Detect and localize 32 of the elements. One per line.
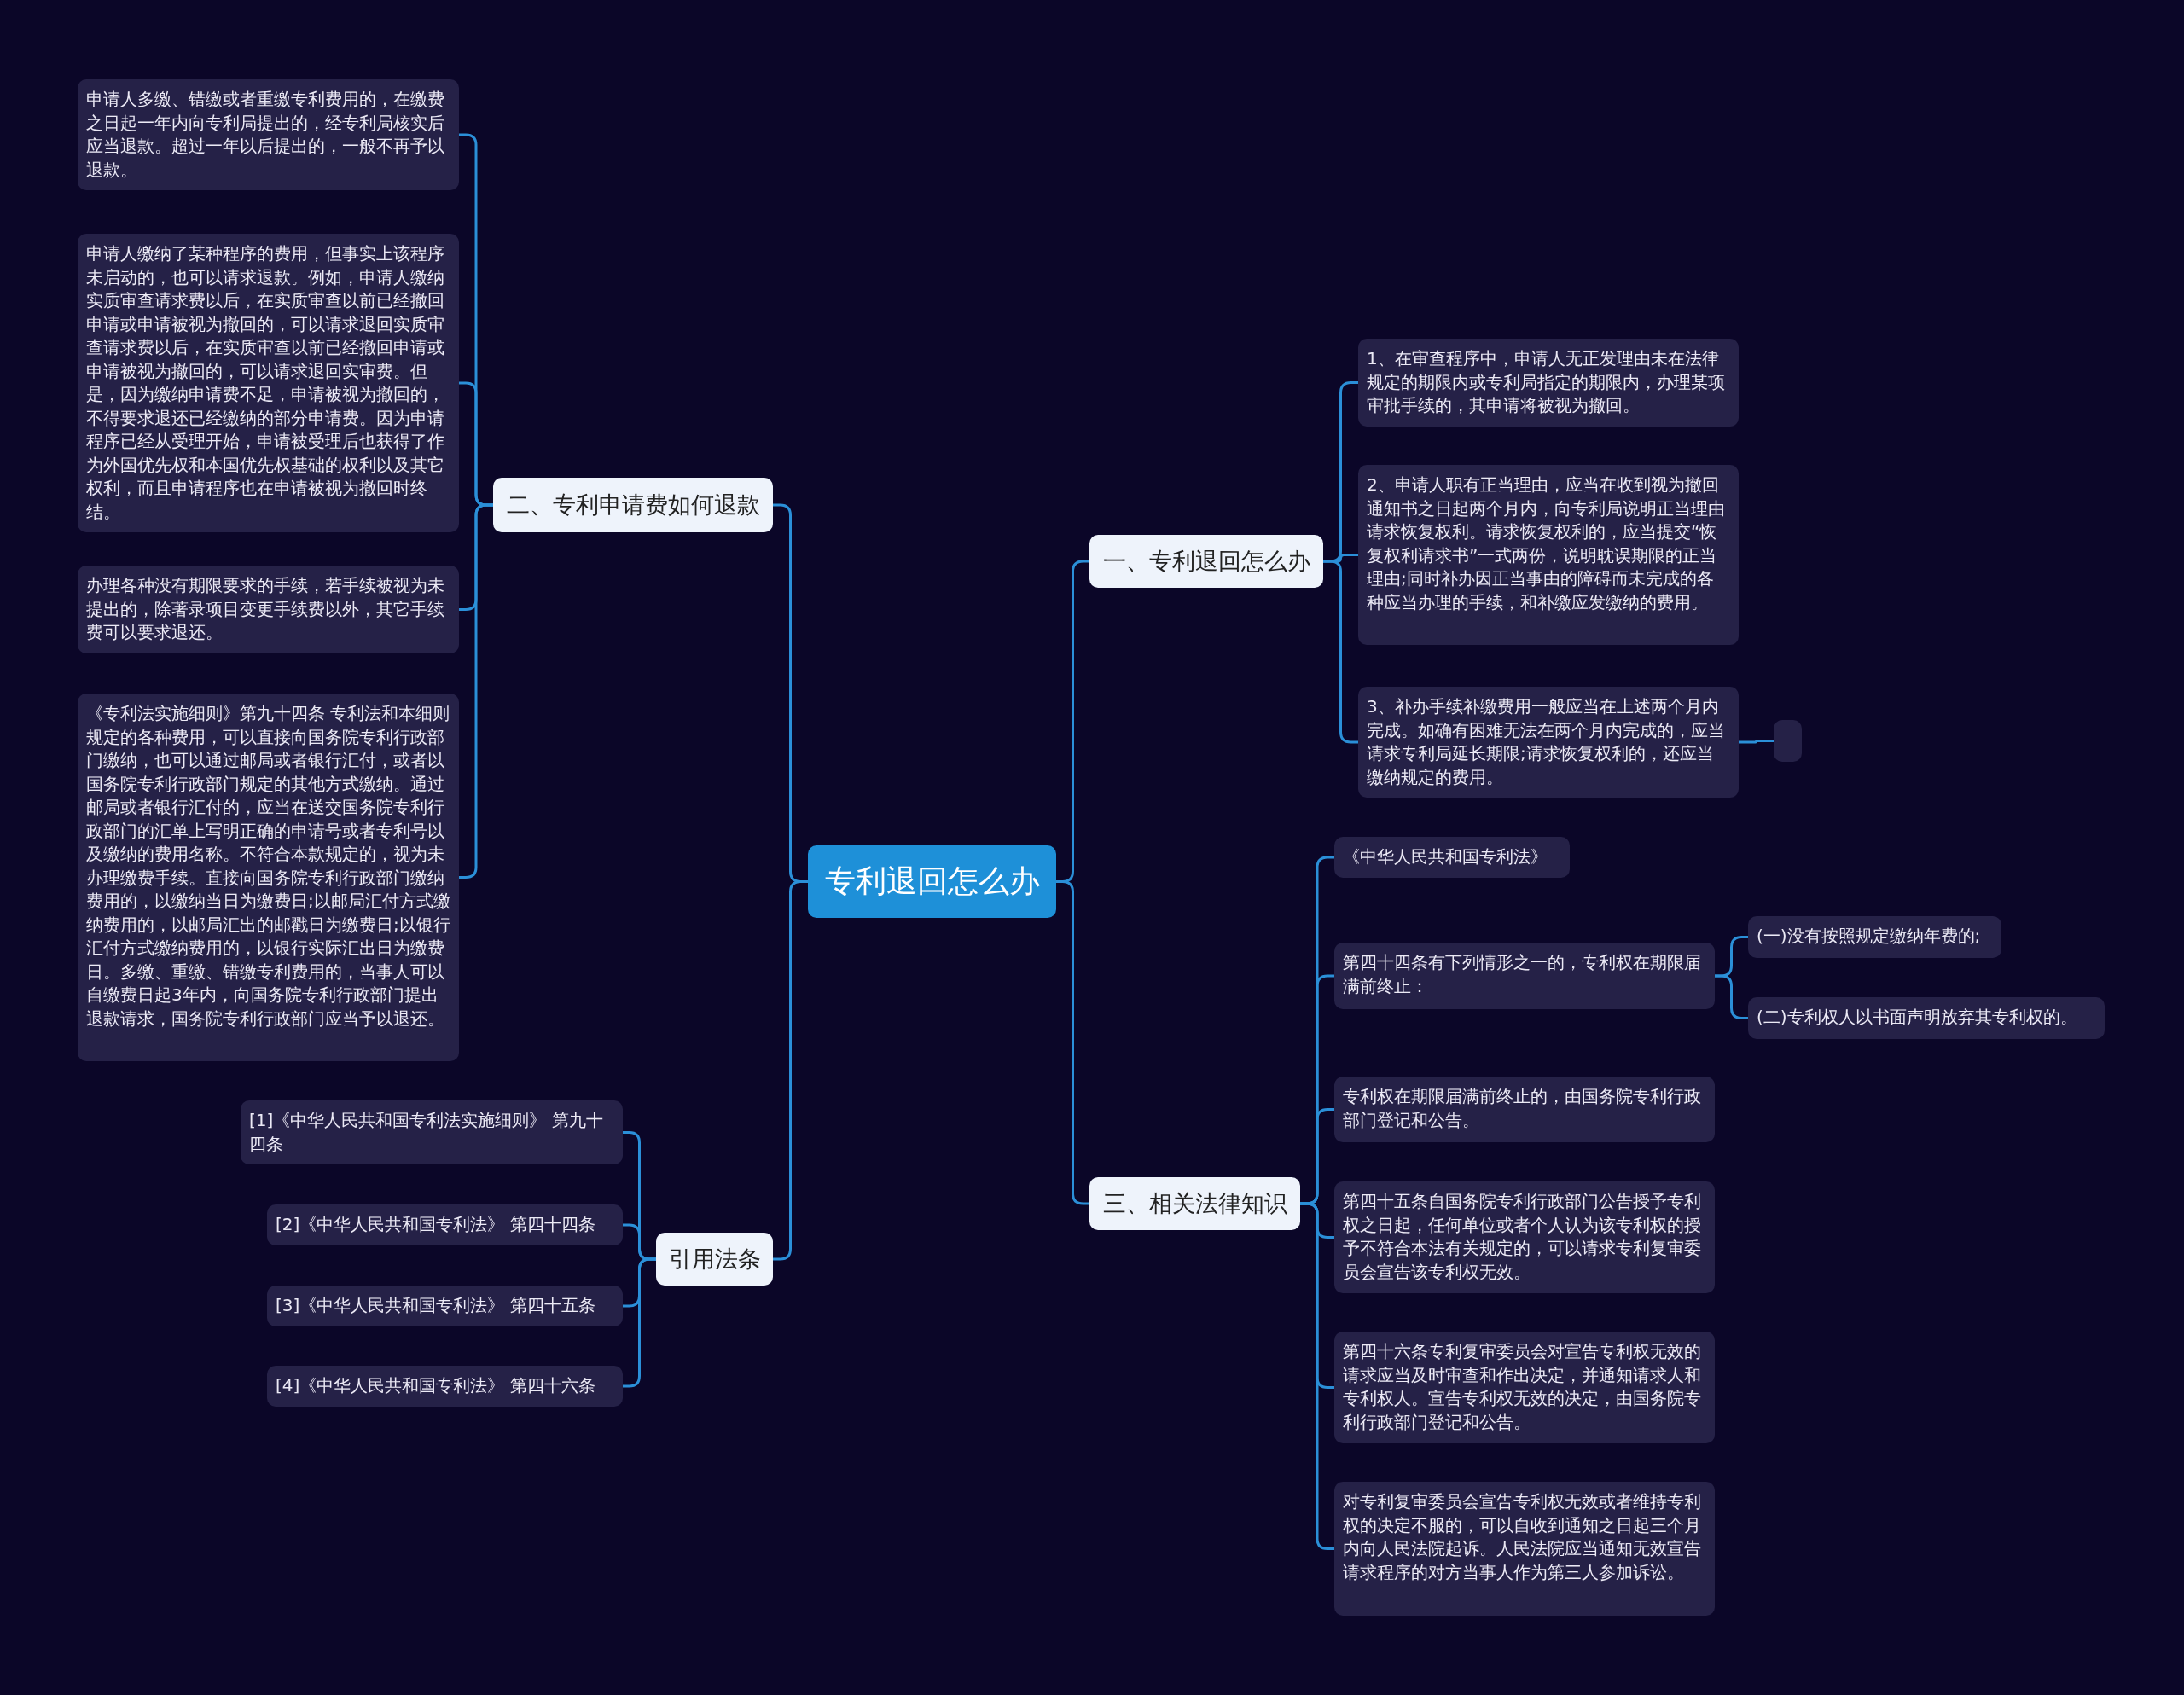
note-box: 办理各种没有期限要求的手续，若手续被视为未提出的，除著录项目变更手续费以外，其它手续费可以要求退还。	[78, 566, 459, 653]
note-box: 第四十六条专利复审委员会对宣告专利权无效的请求应当及时审查和作出决定，并通知请求人和专利权人。宣告专利权无效的决定，由国务院专利行政部门登记和公告。	[1334, 1332, 1715, 1443]
note-box: 《专利法实施细则》第九十四条 专利法和本细则规定的各种费用，可以直接向国务院专利行政部门缴纳，也可以通过邮局或者银行汇付，或者以国务院专利行政部门规定的其他方式缴纳。通过邮局或者银行汇付的，应当在送交国务院专利行政部门的汇单上写明正确的申请号或者专利号以及缴纳的费用名称。不符合本款规定的，视为未办理缴费手续。直接向国务院专利行政部门缴纳费用的，以缴纳当日为缴费日;以邮局汇付方式缴纳费用的，以邮局汇出的邮戳日为缴费日;以银行汇付方式缴纳费用的，以银行实际汇出日为缴费日。多缴、重缴、错缴专利费用的，当事人可以自缴费日起3年内，向国务院专利行政部门提出退款请求，国务院专利行政部门应当予以退还。	[78, 694, 459, 1061]
note-box: [1]《中华人民共和国专利法实施细则》 第九十四条	[241, 1100, 623, 1164]
branch-topic: 一、专利退回怎么办	[1089, 535, 1323, 588]
note-box: (二)专利权人以书面声明放弃其专利权的。	[1748, 997, 2105, 1039]
connector-line	[1739, 740, 1774, 744]
note-box: 申请人多缴、错缴或者重缴专利费用的，在缴费之日起一年内向专利局提出的，经专利局核实后应当退款。超过一年以后提出的，一般不再予以退款。	[78, 79, 459, 190]
note-box: 《中华人民共和国专利法》	[1334, 837, 1570, 878]
note-box: 第四十四条有下列情形之一的，专利权在期限届满前终止：	[1334, 943, 1715, 1009]
note-box: [4]《中华人民共和国专利法》 第四十六条	[267, 1366, 623, 1407]
empty-box	[1774, 720, 1802, 762]
central-topic: 专利退回怎么办	[808, 845, 1056, 918]
note-box: 第四十五条自国务院专利行政部门公告授予专利权之日起，任何单位或者个人认为该专利权的授予不符合本法有关规定的，可以请求专利复审委员会宣告该专利权无效。	[1334, 1181, 1715, 1293]
connector-line	[773, 880, 808, 1261]
connector-line	[1056, 880, 1089, 1205]
branch-topic: 引用法条	[656, 1233, 773, 1286]
branch-topic: 三、相关法律知识	[1089, 1177, 1300, 1230]
note-box: 专利权在期限届满前终止的，由国务院专利行政部门登记和公告。	[1334, 1077, 1715, 1142]
note-box: 对专利复审委员会宣告专利权无效或者维持专利权的决定不服的，可以自收到通知之日起三个月内向人民法院起诉。人民法院应当通知无效宣告请求程序的对方当事人作为第三人参加诉讼。	[1334, 1482, 1715, 1616]
note-box: (一)没有按照规定缴纳年费的;	[1748, 916, 2001, 958]
note-box: 1、在审查程序中，申请人无正发理由未在法律规定的期限内或专利局指定的期限内，办理某项审批手续的，其申请将被视为撤回。	[1358, 339, 1739, 427]
branch-topic: 二、专利申请费如何退款	[493, 478, 773, 532]
connector-line	[623, 1257, 656, 1388]
connector-line	[1323, 560, 1358, 744]
connector-line	[1300, 1202, 1334, 1550]
note-box: 2、申请人职有正当理由，应当在收到视为撤回通知书之日起两个月内，向专利局说明正当理由请求恢复权利。请求恢复权利的，应当提交“恢复权利请求书”一式两份，说明耽误期限的正当理由;同时补办因正当事由的障碍而未完成的各种应当办理的手续，和补缴应发缴纳的费用。	[1358, 465, 1739, 645]
connector-line	[459, 503, 493, 879]
note-box: [3]《中华人民共和国专利法》 第四十五条	[267, 1286, 623, 1326]
note-box: 3、补办手续补缴费用一般应当在上述两个月内完成。如确有困难无法在两个月内完成的，应当请求专利局延长期限;请求恢复权利的，还应当缴纳规定的费用。	[1358, 687, 1739, 798]
note-box: [2]《中华人民共和国专利法》 第四十四条	[267, 1204, 623, 1245]
note-box: 申请人缴纳了某种程序的费用，但事实上该程序未启动的，也可以请求退款。例如，申请人缴纳实质审查请求费以后，在实质审查以前已经撤回申请或申请被视为撤回的，可以请求退回实质审查请求费以后，在实质审查以前已经撤回申请或申请被视为撤回的，可以请求退回实审费。但是，因为缴纳申请费不足，申请被视为撤回的，不得要求退还已经缴纳的部分申请费。因为申请程序已经从受理开始，申请被受理后也获得了作为外国优先权和本国优先权基础的权利以及其它权利，而且申请程序也在申请被视为撤回时终结。	[78, 234, 459, 532]
